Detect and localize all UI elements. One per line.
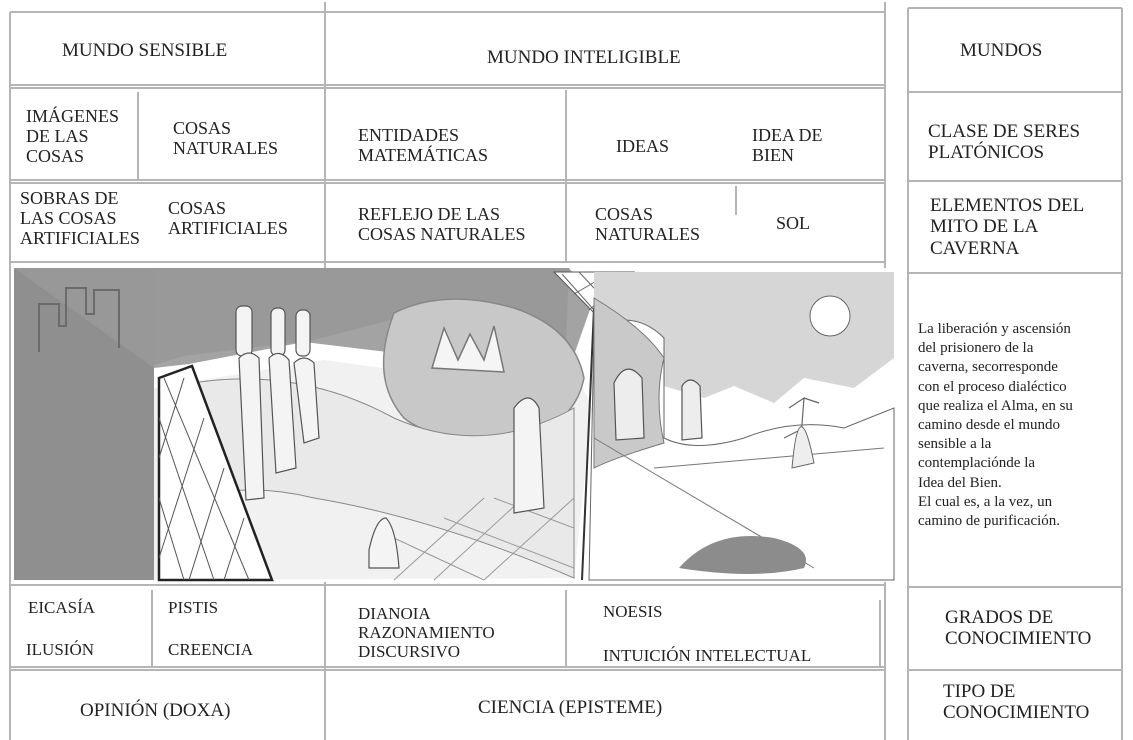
label-clase-de-seres: CLASE DE SERES PLATÓNICOS [928, 121, 1081, 164]
cave-illustration [14, 268, 898, 582]
cell-pistis: PISTIS [168, 598, 219, 617]
cell-eicasia: EICASÍA [28, 598, 96, 617]
cell-entidades-matematicas: ENTIDADES MATEMÁTICAS [358, 125, 489, 166]
cell-ilusion: ILUSIÓN [26, 640, 94, 659]
cell-intuicion: INTUICIÓN INTELECTUAL [603, 646, 812, 665]
header-mundos: MUNDOS [960, 40, 1043, 61]
cell-cosas-naturales: COSAS NATURALES [173, 118, 279, 159]
cell-cosas-artificiales: COSAS ARTIFICIALES [168, 198, 288, 239]
cell-ciencia: CIENCIA (EPISTEME) [478, 697, 663, 718]
cell-sol: SOL [776, 213, 811, 233]
cell-idea-de-bien: IDEA DE BIEN [752, 125, 823, 166]
cell-reflejo: REFLEJO DE LAS COSAS NATURALES [358, 204, 526, 245]
cell-opinion: OPINIÓN (DOXA) [80, 700, 231, 721]
label-elementos-mito: ELEMENTOS DEL MITO DE LA CAVERNA [930, 195, 1085, 259]
cell-noesis: NOESIS [603, 602, 663, 621]
label-grados-conocimiento: GRADOS DE CONOCIMIENTO [945, 607, 1092, 650]
cell-imagenes: IMÁGENES DE LAS COSAS [26, 106, 119, 167]
cell-creencia: CREENCIA [168, 640, 253, 659]
header-mundo-sensible: MUNDO SENSIBLE [62, 40, 228, 61]
cell-dianoia: DIANOIA RAZONAMIENTO DISCURSIVO [358, 604, 495, 662]
cell-cosas-naturales-mito: COSAS NATURALES [595, 204, 701, 245]
description-text: La liberación y ascensión del prisionero… [918, 321, 1073, 529]
label-tipo-conocimiento: TIPO DE CONOCIMIENTO [943, 681, 1090, 724]
cell-ideas: IDEAS [616, 136, 669, 156]
header-mundo-inteligible: MUNDO INTELIGIBLE [487, 47, 681, 68]
cell-sombras: SOBRAS DE LAS COSAS ARTIFICIALES [20, 188, 140, 249]
